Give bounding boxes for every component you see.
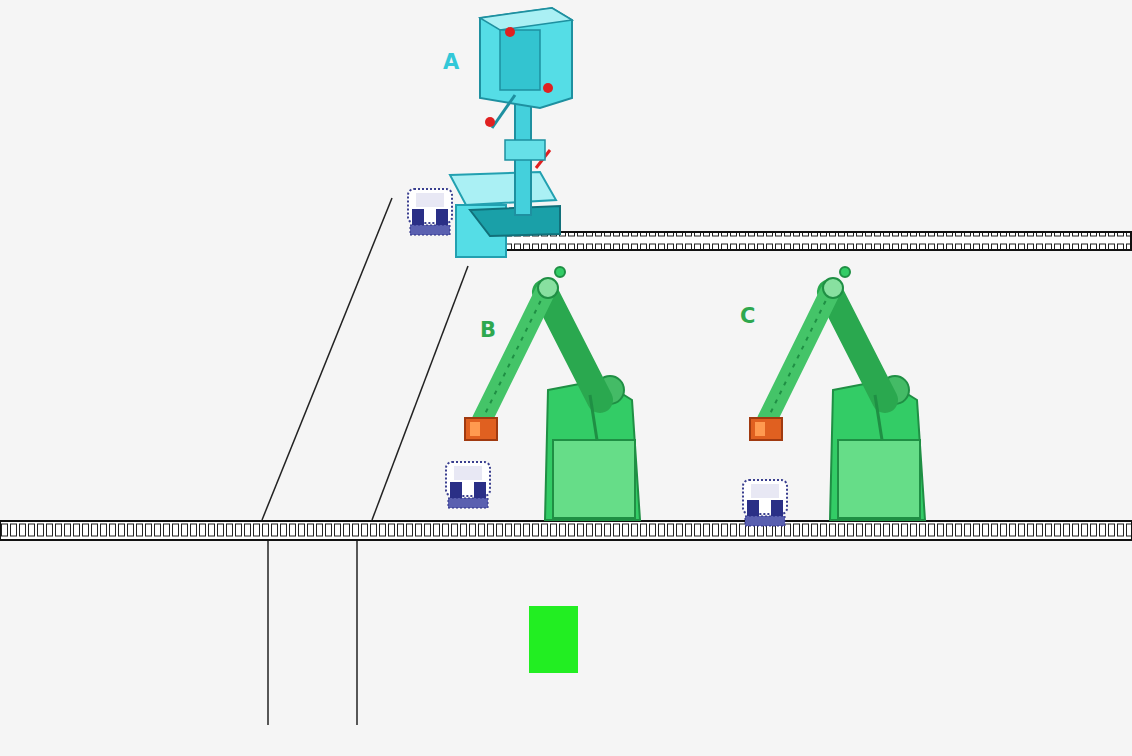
workpiece <box>743 480 787 526</box>
machine-label: B <box>480 320 496 341</box>
robot-arm <box>465 267 640 520</box>
machine-label: A <box>443 52 459 73</box>
machine-label: C <box>740 306 755 327</box>
workpiece <box>446 462 490 508</box>
drill-press <box>450 8 572 257</box>
status-square <box>529 606 578 673</box>
workpiece <box>408 189 452 235</box>
